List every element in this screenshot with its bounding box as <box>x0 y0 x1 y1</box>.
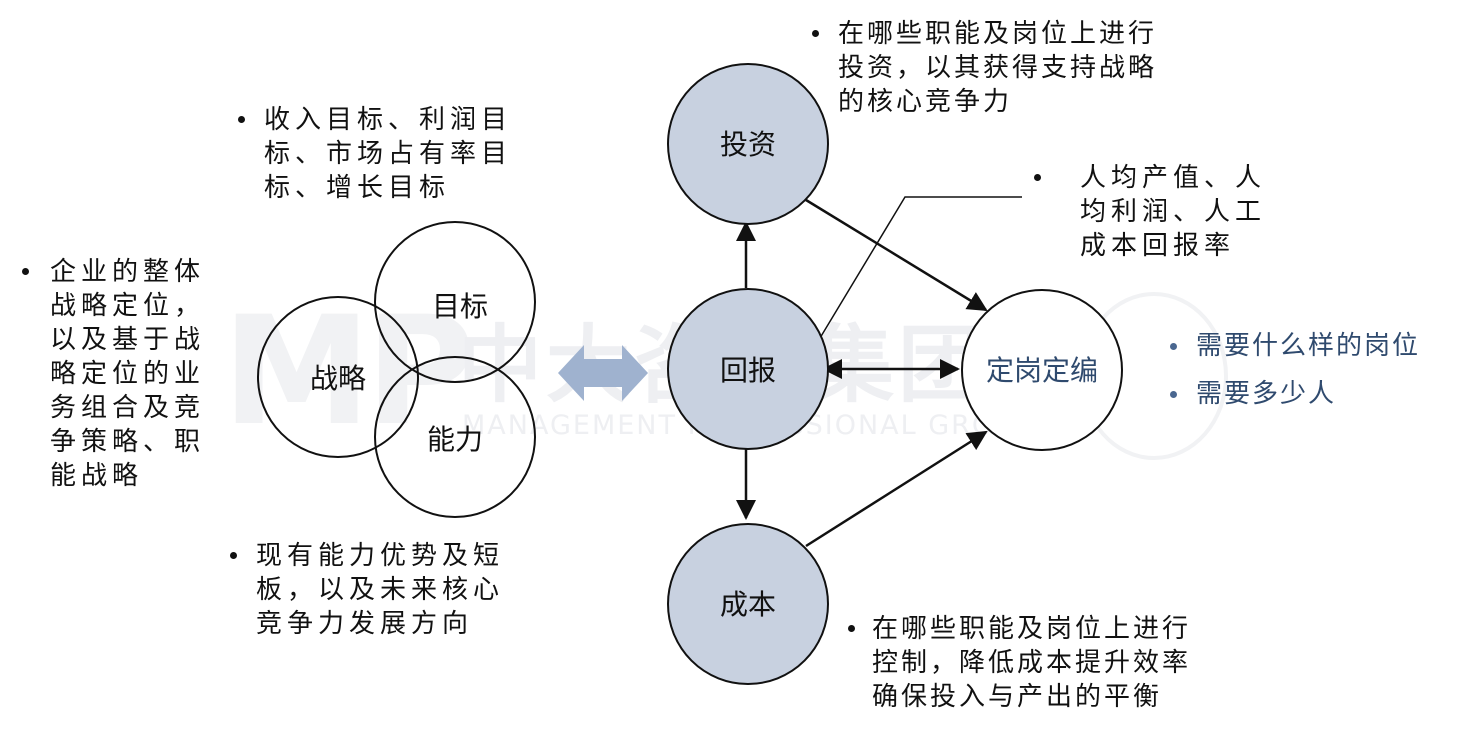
staffing-point-headcount: 需要多少人 <box>1196 379 1337 409</box>
bullet-cost <box>848 625 855 632</box>
venn-circle-goals <box>374 221 536 383</box>
note-cost: 在哪些职能及岗位上进行 控制，降低成本提升效率 确保投入与产出的平衡 <box>872 614 1192 712</box>
note-investment: 在哪些职能及岗位上进行 投资，以其获得支持战略 的核心竞争力 <box>838 19 1158 117</box>
node-return <box>667 288 829 450</box>
note-strategy: 企业的整体 战略定位， 以及基于战 略定位的业 务组合及竞 争策略、职 能战略 <box>50 257 206 491</box>
arrow-investment-to-staffing <box>805 198 988 312</box>
bullet-strategy <box>22 268 29 275</box>
venn-label-goals: 目标 <box>432 290 488 323</box>
note-capability: 现有能力优势及短 板，以及未来核心 竞争力发展方向 <box>256 541 505 639</box>
bullet-capability <box>230 552 237 559</box>
note-return: 人均产值、人 均利润、人工 成本回报率 <box>1080 163 1267 261</box>
node-label-return: 回报 <box>720 354 776 387</box>
bidirectional-block-arrow <box>558 345 648 401</box>
callout-line-return <box>819 196 1022 339</box>
node-label-investment: 投资 <box>720 128 776 161</box>
staffing-point-positions: 需要什么样的岗位 <box>1196 331 1421 361</box>
venn-label-strategy: 战略 <box>310 362 366 395</box>
node-cost <box>667 523 829 685</box>
node-staffing <box>961 289 1123 451</box>
node-investment <box>667 63 829 225</box>
watermark-logo: MP <box>222 285 475 459</box>
staffing-bullet-2 <box>1170 391 1177 398</box>
venn-circle-capability <box>374 356 536 518</box>
venn-label-capability: 能力 <box>427 423 483 456</box>
node-label-cost: 成本 <box>720 588 776 621</box>
arrow-cost-to-staffing <box>805 430 988 548</box>
note-goals: 收入目标、利润目 标、市场占有率目 标、增长目标 <box>264 105 513 203</box>
staffing-bullet-1 <box>1170 343 1177 350</box>
bullet-return <box>1034 174 1041 181</box>
venn-circle-strategy <box>257 296 419 458</box>
bullet-investment <box>812 30 819 37</box>
node-label-staffing: 定岗定编 <box>986 354 1098 387</box>
bullet-goals <box>238 116 245 123</box>
